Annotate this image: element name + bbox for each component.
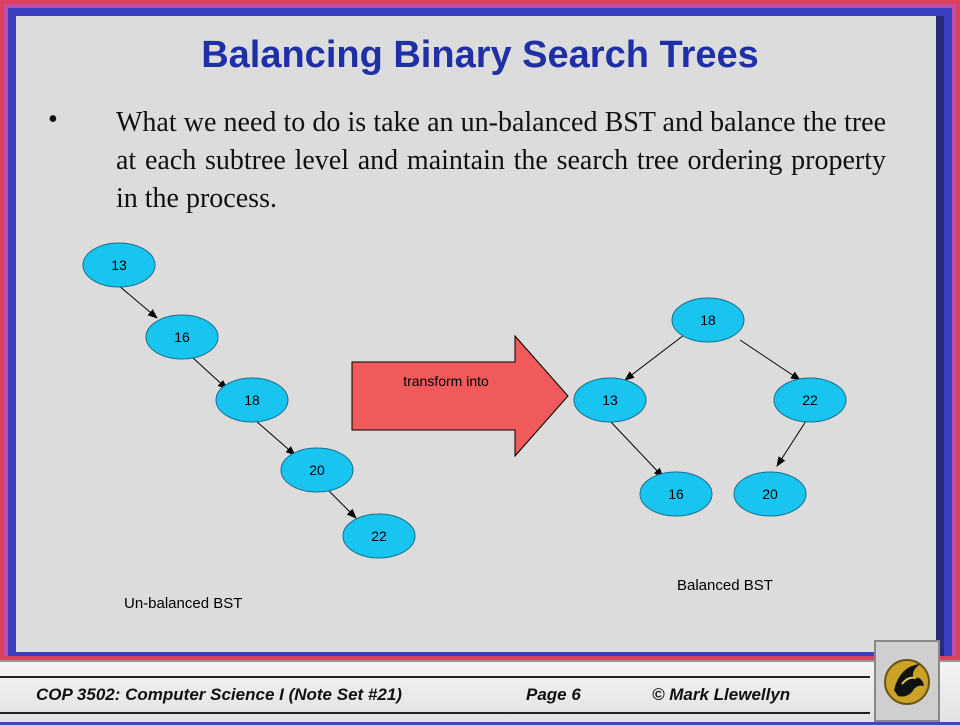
unbalanced-caption: Un-balanced BST <box>124 595 242 612</box>
unbalanced-node-13: 13 <box>82 242 156 288</box>
node-label: 20 <box>309 462 325 478</box>
balanced-node-22: 22 <box>773 377 847 423</box>
node-label: 18 <box>244 392 260 408</box>
footer-rule-top <box>0 676 870 678</box>
node-label: 18 <box>700 312 716 328</box>
node-shape <box>280 447 354 493</box>
slide-footer <box>0 660 960 722</box>
bullet-marker: • <box>48 104 58 135</box>
node-shape <box>215 377 289 423</box>
node-shape <box>82 242 156 288</box>
unbalanced-node-18: 18 <box>215 377 289 423</box>
footer-course: COP 3502: Computer Science I (Note Set #… <box>36 685 402 704</box>
balanced-caption: Balanced BST <box>677 577 773 594</box>
balanced-node-13: 13 <box>573 377 647 423</box>
balanced-edges <box>609 334 807 478</box>
slide-shadow <box>936 16 944 656</box>
node-label: 22 <box>371 528 387 544</box>
node-shape <box>671 297 745 343</box>
node-shape <box>145 314 219 360</box>
balanced-node-18: 18 <box>671 297 745 343</box>
node-shape <box>342 513 416 559</box>
node-shape <box>573 377 647 423</box>
node-label: 22 <box>802 392 818 408</box>
node-shape <box>639 471 713 517</box>
pegasus-logo-graphic <box>884 659 930 705</box>
node-shape <box>733 471 807 517</box>
arrow-shape <box>351 334 569 458</box>
unbalanced-edges <box>117 284 357 519</box>
footer-copyright: © Mark Llewellyn <box>652 685 791 704</box>
footer-rule-bottom <box>0 712 870 714</box>
footer-page-number: Page 6 <box>526 685 581 704</box>
balanced-node-20: 20 <box>733 471 807 517</box>
node-shape <box>773 377 847 423</box>
slide-body-text: What we need to do is take an un-balance… <box>116 107 886 214</box>
node-label: 16 <box>668 486 684 502</box>
balanced-node-16: 16 <box>639 471 713 517</box>
node-label: 13 <box>111 257 127 273</box>
transform-label: transform into <box>403 373 489 389</box>
unbalanced-node-22: 22 <box>342 513 416 559</box>
node-label: 16 <box>174 329 190 345</box>
pegasus-logo-icon <box>874 640 940 722</box>
unbalanced-node-16: 16 <box>145 314 219 360</box>
slide-title: Balancing Binary Search Trees <box>201 34 759 76</box>
node-label: 13 <box>602 392 618 408</box>
unbalanced-node-20: 20 <box>280 447 354 493</box>
transform-arrow: transform into <box>351 334 569 458</box>
node-label: 20 <box>762 486 778 502</box>
